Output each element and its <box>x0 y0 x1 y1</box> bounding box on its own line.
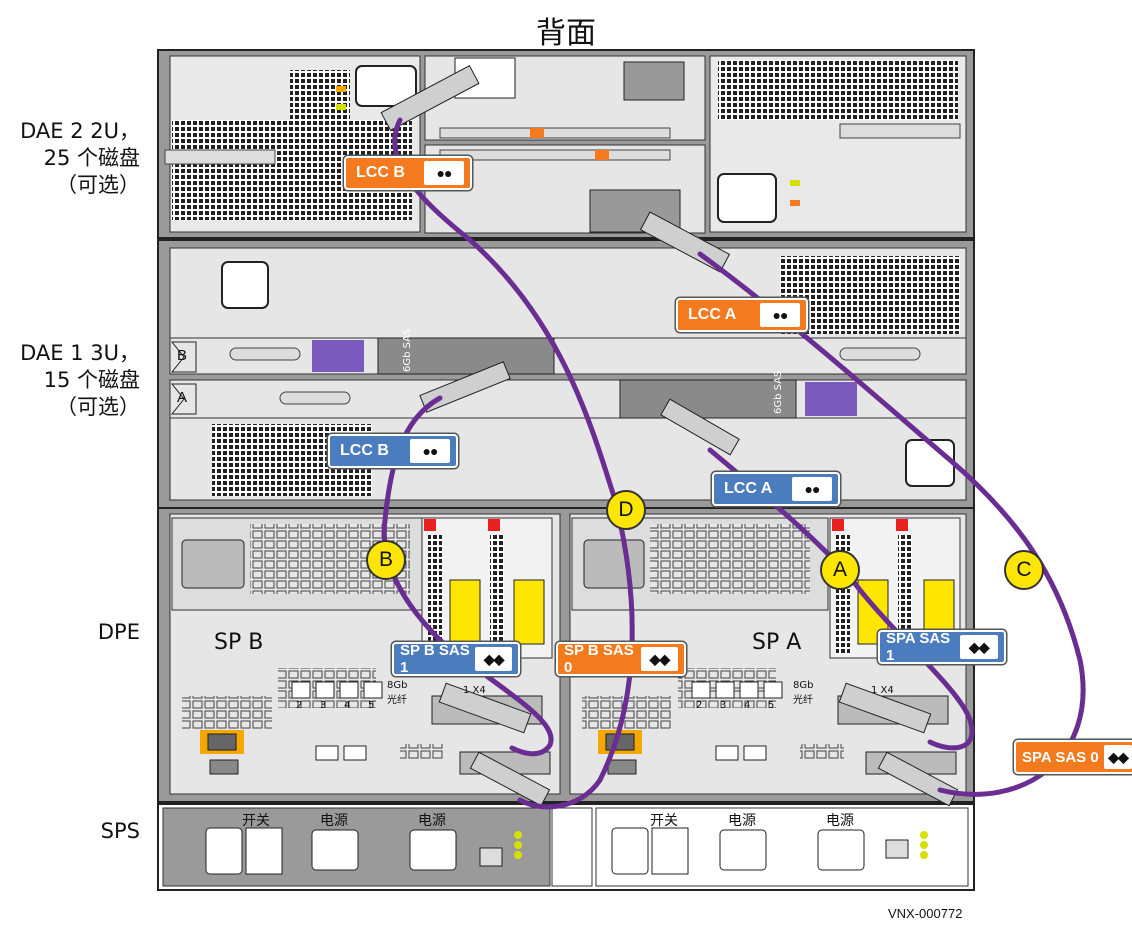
dae1-slot-b: B <box>177 347 188 364</box>
sps-b-power2-label: 电源 <box>418 813 446 829</box>
port-icon: ◆◆ <box>475 647 512 671</box>
sps-a-power1-label: 电源 <box>728 813 756 829</box>
tag-spa-sas1: SPA SAS 1 ◆◆ <box>878 630 1006 664</box>
marker-c: C <box>1004 550 1044 590</box>
dpe-label: DPE <box>97 620 140 644</box>
tag-lcc-b-dae1: LCC B ●● <box>328 434 458 468</box>
fc-label-spa: 8Gb 光纤 <box>793 680 814 706</box>
port-icon: ◆◆ <box>1104 745 1132 769</box>
tag-label: SPA SAS 0 <box>1022 748 1099 766</box>
reference-id: VNX-000772 <box>888 906 963 921</box>
dae1-label-line3: （可选） <box>56 395 140 419</box>
dae2-label-line3: （可选） <box>56 173 140 197</box>
dae2-label-line1: DAE 2 2U， <box>20 119 140 143</box>
dae1-label: DAE 1 3U， 15 个磁盘 （可选） <box>10 340 140 421</box>
port-3-label-a: 3 <box>720 700 727 711</box>
tag-label: SP B SAS 1 <box>400 642 470 676</box>
dae2-chassis <box>157 49 975 239</box>
tag-label: LCC B <box>356 164 405 181</box>
dae1-label-line2: 15 个磁盘 <box>43 368 140 392</box>
port-4-label: 4 <box>344 700 351 711</box>
x4-label-spa: 1 X4 <box>871 685 894 696</box>
port-icon: ◆◆ <box>959 635 998 659</box>
tag-label: SPA SAS 1 <box>886 630 951 664</box>
sp-b-label: SP B <box>214 630 264 655</box>
fc-label-spb: 8Gb 光纤 <box>387 680 408 706</box>
tag-lcc-a-dae1: LCC A ●● <box>676 298 808 332</box>
port-icon: ●● <box>424 161 464 185</box>
sps-a-switch-label: 开关 <box>650 813 678 829</box>
tag-spa-sas0: SPA SAS 0 ◆◆ <box>1014 740 1132 774</box>
tag-label: LCC A <box>724 480 773 497</box>
port-icon: ●● <box>410 439 450 463</box>
tag-spb-sas1: SP B SAS 1 ◆◆ <box>392 642 520 676</box>
marker-a: A <box>820 550 860 590</box>
sps-b-power1-label: 电源 <box>320 813 348 829</box>
port-icon: ●● <box>792 477 832 501</box>
port-3-label: 3 <box>320 700 327 711</box>
port-icon: ◆◆ <box>640 647 678 671</box>
port-5-label: 5 <box>368 700 375 711</box>
sp-a-label: SP A <box>752 630 802 655</box>
port-icon: ●● <box>760 303 800 327</box>
x4-label-spb: 1 X4 <box>463 685 486 696</box>
dae2-label-line2: 25 个磁盘 <box>43 146 140 170</box>
dae1-lccb-sas-text: 6Gb SAS <box>402 329 413 372</box>
page-title: 背面 <box>536 16 596 51</box>
tag-label: LCC B <box>340 442 389 459</box>
sps-chassis <box>157 803 975 891</box>
dae1-slot-a: A <box>177 389 188 406</box>
port-2-label-a: 2 <box>696 700 703 711</box>
marker-b: B <box>366 540 406 580</box>
marker-d: D <box>606 490 646 530</box>
tag-label: SP B SAS 0 <box>564 642 634 676</box>
tag-lcc-b-dae2: LCC B ●● <box>344 156 472 190</box>
sps-a-power2-label: 电源 <box>826 813 854 829</box>
cable-d <box>392 117 635 810</box>
sps-label: SPS <box>100 819 140 843</box>
dae1-label-line1: DAE 1 3U， <box>20 341 140 365</box>
port-5-label-a: 5 <box>768 700 775 711</box>
port-2-label: 2 <box>296 700 303 711</box>
tag-lcc-a-dae1-blue: LCC A ●● <box>712 472 840 506</box>
dae1-lcca-sas-text: 6Gb SAS <box>773 371 784 414</box>
tag-label: LCC A <box>688 306 737 323</box>
port-4-label-a: 4 <box>744 700 751 711</box>
tag-spb-sas0: SP B SAS 0 ◆◆ <box>556 642 686 676</box>
sps-b-switch-label: 开关 <box>242 813 270 829</box>
dae2-label: DAE 2 2U， 25 个磁盘 （可选） <box>10 118 140 199</box>
